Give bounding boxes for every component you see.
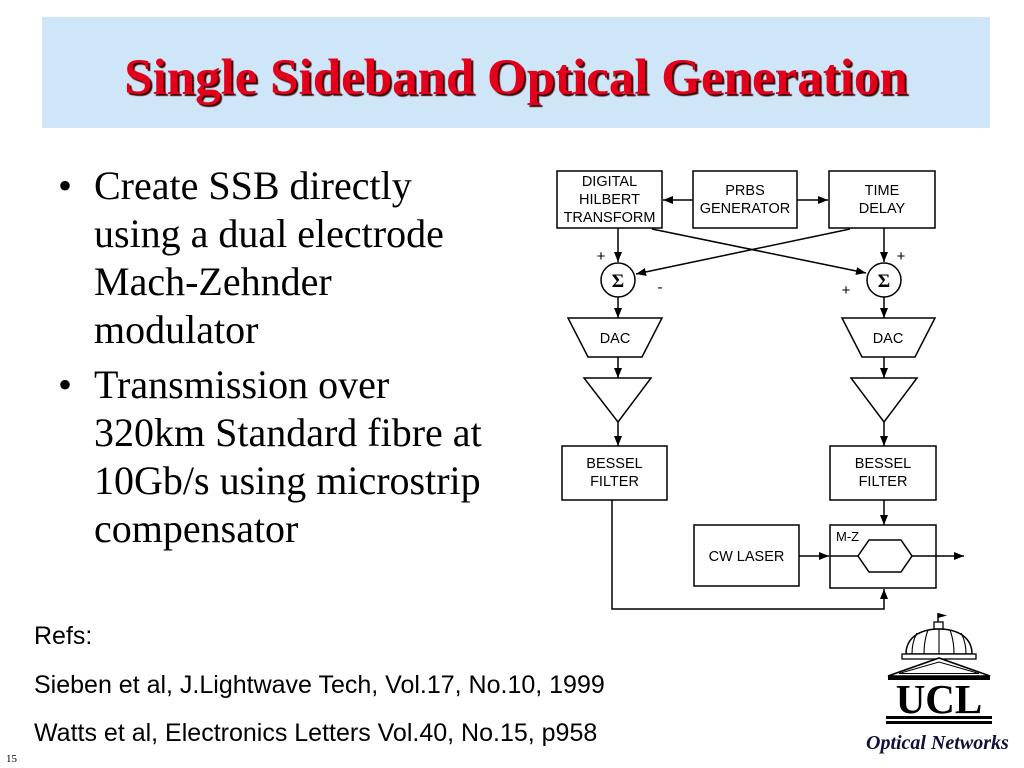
right-summer-top-sign: + [897, 248, 906, 265]
arrow-delay-to-left-summer [635, 228, 851, 276]
right-dac-shape [840, 317, 937, 358]
left-summer-cross-sign: - [658, 279, 663, 296]
ssb-block-diagram: DIGITAL HILBERT TRANSFORM PRBS GENERATOR… [556, 170, 964, 610]
bullet-marker: • [58, 362, 73, 407]
bullet-item: • Create SSB directly using a dual elect… [58, 162, 498, 354]
left-amplifier-triangle [582, 377, 653, 424]
time-delay-block: TIME DELAY [828, 170, 936, 229]
logo-flag [938, 613, 947, 618]
arrow-left-filter-to-modulator [611, 500, 888, 610]
left-bessel-filter-label: FILTER [590, 474, 639, 490]
prbs-generator-label: GENERATOR [700, 201, 791, 217]
right-summer-cross-sign: + [842, 282, 851, 299]
references: Refs: Sieben et al, J.Lightwave Tech, Vo… [34, 622, 605, 768]
bullet-marker: • [58, 163, 73, 208]
reference-item: Sieben et al, J.Lightwave Tech, Vol.17, … [34, 670, 605, 699]
left-summer-sigma: Σ [612, 271, 624, 292]
right-dac: DAC [840, 317, 937, 358]
hilbert-transform-block: DIGITAL HILBERT TRANSFORM [556, 170, 663, 229]
right-summer: Σ + + [842, 248, 906, 299]
bullet-line: 10Gb/s using microstrip [94, 458, 481, 503]
bullet-text: Create SSB directly using a dual electro… [94, 162, 498, 354]
hilbert-transform-label: HILBERT [579, 192, 640, 208]
right-dac-label: DAC [873, 331, 904, 347]
logo-entablature [888, 676, 990, 680]
time-delay-box [828, 170, 936, 229]
bullet-line: modulator [94, 307, 259, 352]
bullet-item: • Transmission over 320km Standard fibre… [58, 361, 498, 553]
logo-pediment-inner [898, 661, 980, 674]
right-bessel-filter: BESSEL FILTER [829, 445, 937, 501]
time-delay-label: TIME [865, 183, 900, 199]
left-dac-shape [566, 317, 664, 358]
page-number: 15 [6, 753, 17, 765]
bullet-line: Create SSB directly [94, 163, 412, 208]
left-bessel-filter-box [561, 445, 668, 501]
left-dac-label: DAC [600, 331, 631, 347]
mz-modulator-block: M-Z [829, 524, 964, 589]
prbs-generator-label: PRBS [725, 183, 765, 199]
slide-title: Single Sideband Optical Generation [124, 50, 908, 106]
arrow-hilbert-to-right-summer [651, 228, 867, 275]
logo-lantern [933, 621, 944, 630]
left-bessel-filter: BESSEL FILTER [561, 445, 668, 501]
left-bessel-filter-label: BESSEL [586, 456, 642, 472]
cw-laser-box [693, 524, 800, 587]
logo-dome-ribs [911, 629, 967, 655]
hilbert-transform-label: DIGITAL [582, 174, 637, 190]
cw-laser-block: CW LASER [693, 524, 800, 587]
ucl-dome-logo: UCL [886, 613, 992, 724]
mz-interferometer-hexagon [857, 539, 913, 573]
cw-laser-label: CW LASER [709, 549, 785, 565]
logo-lettering: UCL [896, 676, 983, 722]
references-heading: Refs: [34, 622, 93, 650]
right-bessel-filter-label: FILTER [859, 474, 908, 490]
right-amplifier-triangle [849, 377, 919, 424]
left-summer-top-sign: + [597, 248, 606, 265]
footer-caption: Optical Networks [866, 732, 1009, 754]
bullet-line: Mach-Zehnder [94, 259, 332, 304]
hilbert-transform-label: TRANSFORM [564, 210, 656, 226]
hilbert-transform-box [556, 170, 663, 229]
right-bessel-filter-label: BESSEL [855, 456, 911, 472]
bullet-line: 320km Standard fibre at [94, 410, 482, 455]
left-summer: Σ + - [597, 248, 663, 298]
left-dac: DAC [566, 317, 664, 358]
bullet-text: Transmission over 320km Standard fibre a… [94, 361, 498, 553]
right-bessel-filter-box [829, 445, 937, 501]
prbs-generator-box [692, 170, 798, 229]
logo-base-bar [886, 716, 992, 719]
title-banner: Single Sideband Optical Generation [42, 17, 990, 128]
right-summer-sigma: Σ [878, 271, 890, 292]
mz-modulator-label: M-Z [836, 529, 859, 544]
bullet-list: • Create SSB directly using a dual elect… [58, 162, 498, 553]
logo-base-bar [886, 721, 992, 724]
bullet-line: compensator [94, 506, 299, 551]
prbs-generator-block: PRBS GENERATOR [692, 170, 798, 229]
bullet-line: Transmission over [94, 362, 390, 407]
bullet-line: using a dual electrode [94, 211, 444, 256]
time-delay-label: DELAY [859, 201, 906, 217]
reference-item: Watts et al, Electronics Letters Vol.40,… [34, 719, 598, 747]
